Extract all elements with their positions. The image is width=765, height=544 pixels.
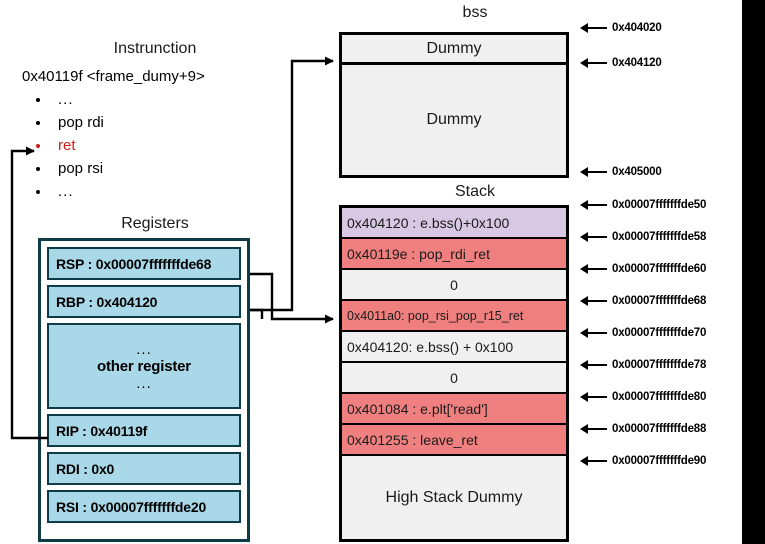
register-group-bottom: ... [136,374,152,392]
instruction-item-label: ret [58,137,76,154]
bss-address-label: 0x404020 [612,22,662,34]
bss-address-callout: 0x405000 [580,166,662,178]
stack-address-callout: 0x00007fffffffde50 [580,199,706,211]
arrow-left-icon [580,295,607,306]
register-rsp: RSP : 0x00007fffffffde68 [47,247,241,280]
stack-row-label: 0x404120 : e.bss()+0x100 [347,214,510,231]
instruction-item-0: ... [32,88,104,111]
arrow-left-icon [580,423,607,434]
bss-title: bss [462,4,488,21]
instruction-item-1: pop rdi [32,111,104,134]
stack-address-callout: 0x00007fffffffde58 [580,231,706,243]
register-rbp: RBP : 0x404120 [47,285,241,318]
register-other-group: ... other register ... [47,323,241,409]
bss-address-label: 0x404120 [612,57,662,69]
bss-box: Dummy Dummy [339,32,569,178]
stack-address-callout: 0x00007fffffffde60 [580,263,706,275]
instruction-item-ret: ret [32,134,104,157]
register-label: RSP : 0x00007fffffffde68 [56,255,212,272]
stack-row-label: High Stack Dummy [385,488,523,506]
register-label: RSI : 0x00007fffffffde20 [56,498,207,515]
stack-address-label: 0x00007fffffffde80 [612,391,707,403]
stack-row-label: 0 [450,369,458,386]
connector-rbp-to-stack [250,308,264,319]
registers-title: Registers [121,215,189,232]
stack-address-callout: 0x00007fffffffde80 [580,391,706,403]
arrow-left-icon [580,166,607,177]
stack-row: High Stack Dummy [342,456,566,539]
arrow-left-icon [580,22,607,33]
stack-row-label: 0x40119e : pop_rdi_ret [347,245,490,262]
bss-address-label: 0x405000 [612,166,662,178]
instruction-item-label: ... [58,91,74,108]
arrow-left-icon [580,263,607,274]
bss-row: Dummy [342,65,566,175]
bss-address-callout: 0x404020 [580,22,662,34]
stack-row: 0 [342,270,566,301]
register-rsi: RSI : 0x00007fffffffde20 [47,490,241,523]
stack-row: 0x40119e : pop_rdi_ret [342,239,566,270]
stack-row-label: 0 [450,276,458,293]
stack-address-label: 0x00007fffffffde60 [612,263,707,275]
instruction-item-4: ... [32,180,104,203]
stack-row-label: 0x4011a0: pop_rsi_pop_r15_ret [347,308,524,323]
stack-row: 0x401255 : leave_ret [342,425,566,456]
stack-address-label: 0x00007fffffffde50 [612,199,707,211]
stack-address-callout: 0x00007fffffffde78 [580,359,706,371]
stack-row-label: 0x401084 : e.plt['read'] [347,400,488,417]
register-rdi: RDI : 0x0 [47,452,241,485]
stack-row: 0x404120 : e.bss()+0x100 [342,208,566,239]
connector-rsp-to-stack [250,272,334,324]
stack-row: 0x401084 : e.plt['read'] [342,394,566,425]
stack-address-label: 0x00007fffffffde68 [612,295,707,307]
instruction-list: ... pop rdi ret pop rsi ... [32,88,104,203]
stack-address-callout: 0x00007fffffffde70 [580,327,706,339]
register-rip: RIP : 0x40119f [47,414,241,447]
stack-box: 0x404120 : e.bss()+0x100 0x40119e : pop_… [339,205,569,542]
register-group-top: ... [136,340,152,358]
right-edge-band [742,0,765,544]
bss-row: Dummy [342,35,566,65]
instruction-item-label: pop rsi [58,160,104,177]
stack-address-callout: 0x00007fffffffde68 [580,295,706,307]
stack-address-label: 0x00007fffffffde90 [612,455,707,467]
stack-row-label: 0x404120: e.bss() + 0x100 [347,338,514,355]
instruction-item-label: ... [58,183,74,200]
instruction-item-label: pop rdi [58,114,104,131]
stack-address-callout: 0x00007fffffffde88 [580,423,706,435]
register-label: RDI : 0x0 [56,460,115,477]
arrow-left-icon [580,199,607,210]
register-label: RBP : 0x404120 [56,293,158,310]
arrow-left-icon [580,359,607,370]
registers-box: RSP : 0x00007fffffffde68 RBP : 0x404120 … [38,238,250,542]
arrow-left-icon [580,327,607,338]
stack-address-label: 0x00007fffffffde70 [612,327,707,339]
instruction-title: Instrunction [113,40,197,57]
connector-rbp-to-bss [250,56,334,312]
stack-address-callout: 0x00007fffffffde90 [580,455,706,467]
stack-row: 0 [342,363,566,394]
stack-row-label: 0x401255 : leave_ret [347,431,478,448]
instruction-item-3: pop rsi [32,157,104,180]
bss-address-callout: 0x404120 [580,57,662,69]
stack-address-label: 0x00007fffffffde58 [612,231,707,243]
instruction-address: 0x40119f <frame_dumy+9> [22,68,205,85]
stack-row: 0x404120: e.bss() + 0x100 [342,332,566,363]
arrow-left-icon [580,231,607,242]
stack-row: 0x4011a0: pop_rsi_pop_r15_ret [342,301,566,332]
arrow-left-icon [580,455,607,466]
register-group-label: other register [97,357,191,375]
register-label: RIP : 0x40119f [56,422,148,439]
arrow-left-icon [580,391,607,402]
stack-address-label: 0x00007fffffffde78 [612,359,707,371]
arrow-left-icon [580,57,607,68]
bss-row-label: Dummy [426,111,482,128]
bss-row-label: Dummy [426,39,482,57]
stack-address-label: 0x00007fffffffde88 [612,423,707,435]
stack-title: Stack [454,183,495,200]
